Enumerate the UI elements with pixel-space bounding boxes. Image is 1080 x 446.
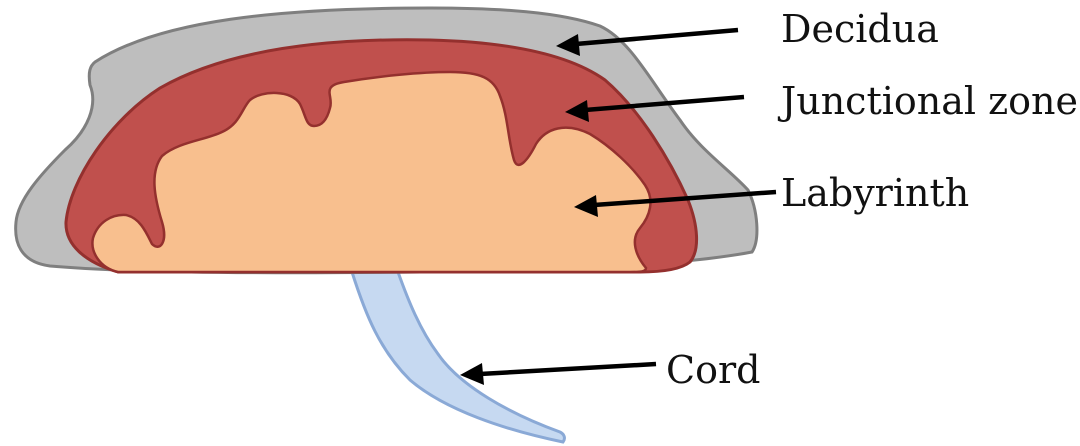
label-decidua: Decidua	[781, 7, 939, 51]
cord-shape	[352, 272, 564, 442]
label-cord: Cord	[666, 348, 760, 392]
label-junctional-zone: Junctional zone	[777, 79, 1078, 123]
cord-arrow	[460, 363, 656, 385]
label-labyrinth: Labyrinth	[781, 171, 969, 215]
